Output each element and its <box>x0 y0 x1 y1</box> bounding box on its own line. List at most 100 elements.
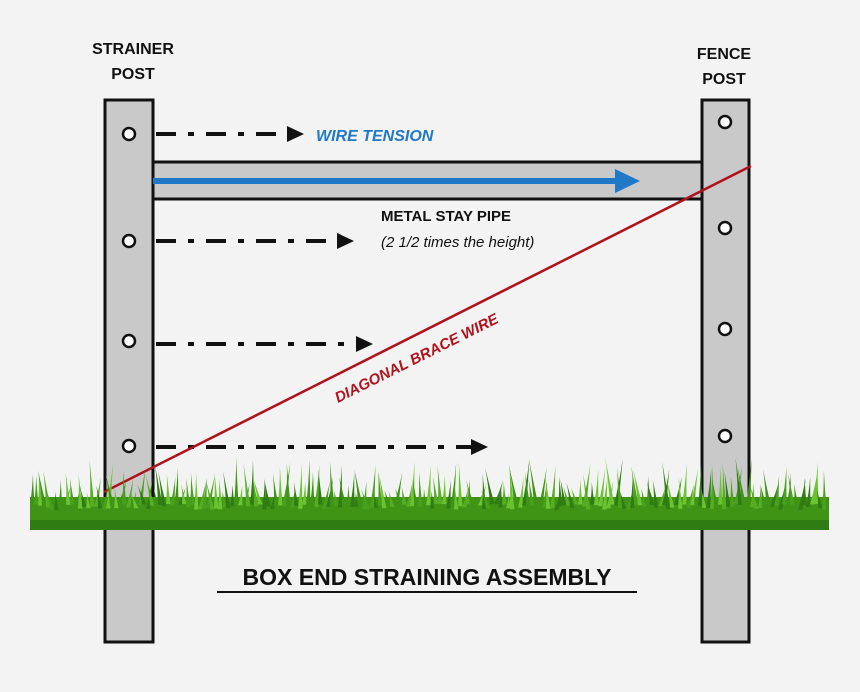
grass-blade <box>186 478 191 508</box>
grass-blade <box>606 480 614 509</box>
grass-blade <box>538 466 547 509</box>
grass-blade <box>158 471 167 507</box>
grass-blade <box>602 475 608 510</box>
grass-blade <box>314 465 320 508</box>
grass-blade <box>146 476 153 510</box>
grass-blade <box>354 492 359 507</box>
grass-blade <box>722 463 727 509</box>
grass-blade <box>782 466 787 505</box>
grass-blade <box>373 493 379 508</box>
fence-post <box>700 98 751 644</box>
grass-blade <box>422 488 427 507</box>
grass-blade <box>388 491 395 507</box>
metal-stay-pipe-label: METAL STAY PIPE <box>381 208 511 225</box>
grass-blade <box>816 489 823 509</box>
grass-blade <box>96 485 103 509</box>
grass-blade <box>214 472 219 509</box>
grass-blade <box>466 480 475 508</box>
grass-blade <box>418 471 423 507</box>
grass-blade <box>354 469 363 505</box>
grass-blade <box>270 490 276 510</box>
grass-blade <box>525 471 531 509</box>
grass-blade <box>286 463 291 505</box>
grass-blade <box>252 475 259 507</box>
wire-tension-label: WIRE TENSION <box>316 128 434 145</box>
grass-blade <box>481 489 491 509</box>
grass-blade <box>290 488 296 508</box>
grass-blade <box>571 488 579 505</box>
grass-blade <box>34 475 39 505</box>
grass-blade <box>454 485 459 510</box>
grass-blade <box>153 489 159 506</box>
tension-arrow-head <box>615 169 640 193</box>
grass-blade <box>230 485 235 506</box>
grass-blade <box>666 479 675 508</box>
grass-blade <box>395 488 403 505</box>
grass-blade <box>658 484 667 507</box>
grass-blade <box>379 473 387 509</box>
grass-blade <box>528 478 535 506</box>
grass-blade <box>442 475 447 505</box>
grass-blade <box>30 474 35 505</box>
grass-blade <box>770 483 779 507</box>
grass-blade <box>346 485 351 508</box>
grass-blade <box>306 459 311 507</box>
grass-blade <box>154 464 163 505</box>
strainer-post-label-line1: STRAINER <box>92 41 174 58</box>
grass-blade <box>322 481 330 509</box>
grass-blade <box>350 473 355 507</box>
grass-blade <box>338 465 343 508</box>
grass-blade <box>38 470 47 507</box>
grass-blade <box>566 482 575 509</box>
grass-blade <box>710 465 715 509</box>
grass-blade <box>74 484 82 507</box>
grass-blade <box>131 493 139 509</box>
grass-blade <box>633 468 643 506</box>
grass-blade <box>798 478 806 510</box>
grass-blade <box>545 475 551 509</box>
strainer-post <box>103 98 155 644</box>
strainer-post-label-line2: POST <box>111 66 155 83</box>
grass-blade <box>54 491 59 510</box>
grass-blade <box>243 463 251 507</box>
grass-blade <box>170 476 176 507</box>
wire-arrow-4 <box>156 439 488 455</box>
grass-blade <box>706 467 712 509</box>
grass-blade <box>118 480 127 505</box>
grass-blade <box>774 475 780 506</box>
grass-blade <box>122 470 127 505</box>
grass-blade <box>339 477 347 507</box>
grass-blade <box>222 491 227 507</box>
grass-blade <box>560 479 567 506</box>
grass-blade <box>426 464 431 506</box>
grass-blade <box>278 466 283 506</box>
grass-blade <box>578 479 583 505</box>
grass-blade <box>174 467 179 506</box>
fence-hole-2 <box>717 220 733 236</box>
grass-blade <box>630 478 635 509</box>
grass-blade <box>806 476 811 508</box>
grass-blade <box>69 478 75 505</box>
grass-blade <box>542 481 547 508</box>
grass-blade <box>605 457 615 505</box>
grass-blade <box>686 484 695 508</box>
grass-blade <box>318 469 323 505</box>
fence-post-label-line1: FENCE <box>697 46 752 63</box>
grass-blade <box>45 489 55 510</box>
grass-blade <box>682 463 687 505</box>
grass-blade <box>718 466 723 505</box>
grass-blade <box>412 478 419 509</box>
grass-blade <box>437 465 443 505</box>
grass-blade <box>80 488 87 507</box>
grass-blade <box>594 469 599 506</box>
grass-blade <box>272 473 279 507</box>
grass-blade <box>329 461 335 506</box>
grass-blade <box>65 472 71 505</box>
grass-blade <box>410 461 415 507</box>
grass-blade <box>202 477 207 509</box>
grass-blade <box>822 470 827 510</box>
grass-blade <box>758 485 763 509</box>
fence-hole-4 <box>717 428 733 444</box>
grass-blade <box>662 461 671 509</box>
